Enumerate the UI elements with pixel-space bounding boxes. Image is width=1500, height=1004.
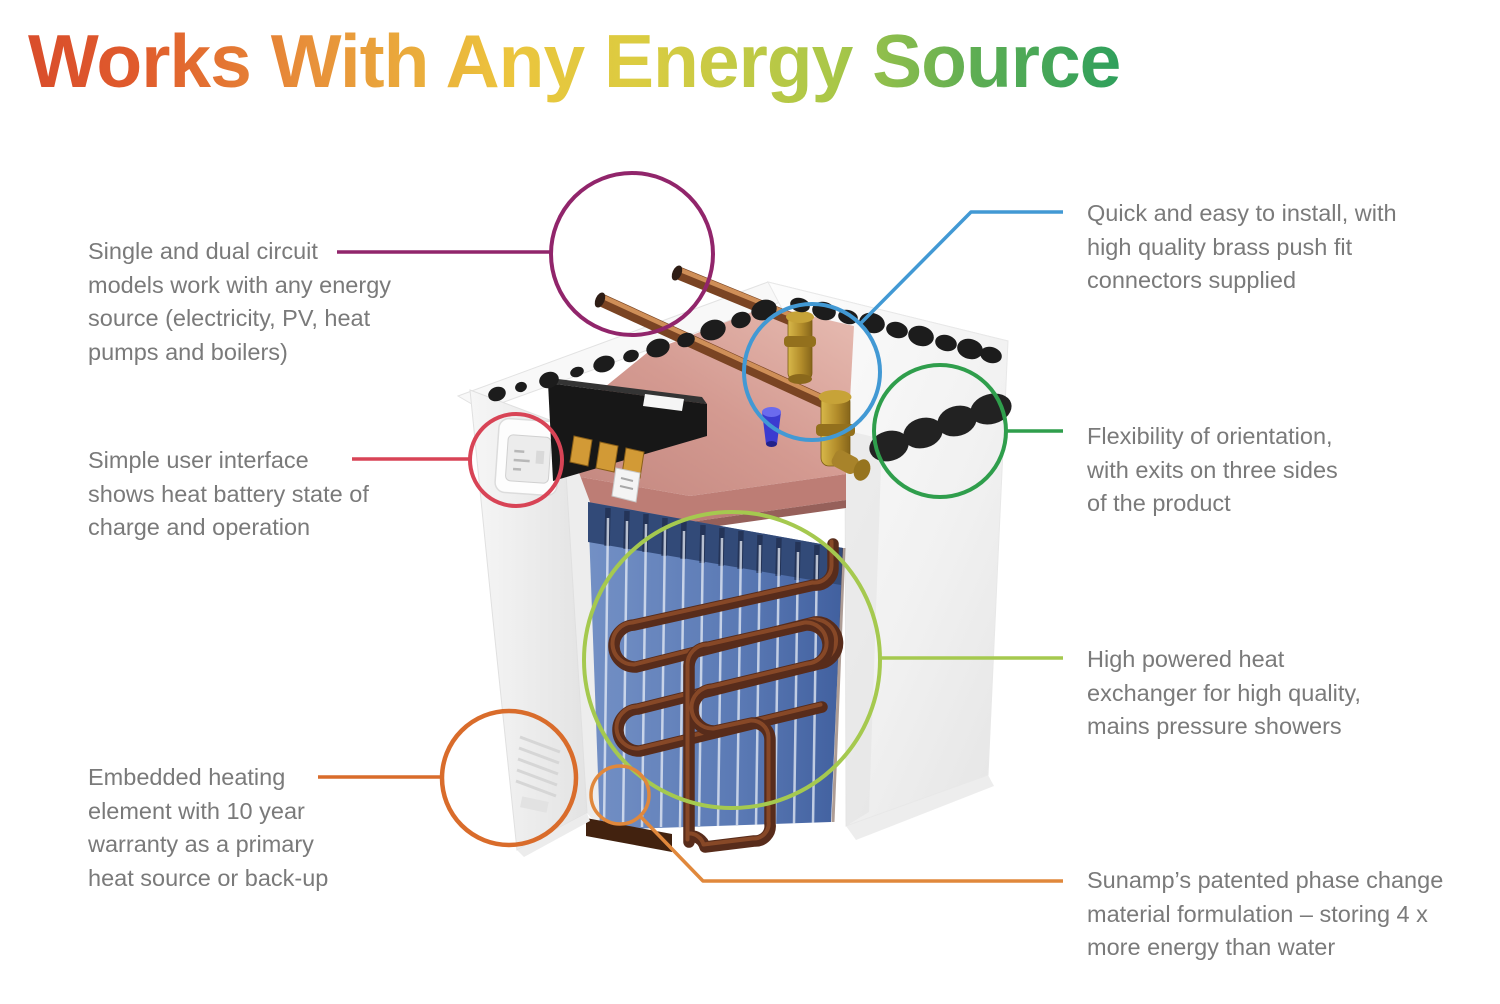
callout-circle-user-interface (468, 412, 564, 508)
annotation-line: shows heat battery state of (88, 480, 369, 507)
annotation-line: Flexibility of orientation, (1087, 423, 1333, 449)
annotation-user-interface: Simple user interface shows heat battery… (88, 444, 369, 545)
callout-circle-orientation (872, 363, 1008, 499)
annotation-line: high quality brass push fit (1087, 233, 1353, 260)
annotation-line: Quick and easy to install, with (1087, 200, 1397, 226)
annotation-line: Single and dual circuit (88, 238, 318, 264)
display-panel (494, 417, 562, 497)
case-bottom-shadow-right (846, 775, 994, 840)
vent-slats (515, 735, 561, 798)
annotation-line: Sunamp’s patented phase change (1087, 867, 1444, 893)
callout-circle-single-dual-circuit (549, 171, 715, 337)
callout-line-phase-change-material (639, 815, 1063, 883)
annotation-line: material formulation – storing 4 x (1087, 900, 1428, 927)
annotation-push-fit-connectors: Quick and easy to install, with high qua… (1087, 197, 1397, 298)
callout-circle-phase-change-material (589, 764, 651, 826)
annotation-orientation: Flexibility of orientation, with exits o… (1087, 420, 1338, 521)
right-wall-seam-shadow (845, 430, 882, 826)
annotation-line: with exits on three sides (1087, 456, 1338, 483)
page-title: Works With Any Energy Source (28, 19, 1121, 103)
interior-cut-strip (563, 430, 601, 830)
bottom-copper-rail (586, 818, 672, 852)
annotation-line: Embedded heating (88, 764, 286, 790)
heat-exchanger-coil-back (608, 538, 844, 757)
annotation-line: connectors supplied (1087, 267, 1297, 293)
vent-label (520, 796, 549, 813)
control-box (542, 377, 707, 481)
sensor-clip (611, 467, 641, 503)
heat-exchanger-coil-front (683, 619, 834, 853)
annotation-line: exchanger for high quality, (1087, 679, 1361, 706)
annotation-phase-change-material: Sunamp’s patented phase change material … (1087, 864, 1443, 965)
grommet-row-left (488, 299, 777, 402)
annotation-heating-element: Embedded heating element with 10 year wa… (88, 761, 328, 895)
annotation-line: Simple user interface (88, 447, 309, 473)
case-bottom-shadow-left (517, 813, 590, 857)
brass-fitting-upper (784, 311, 816, 384)
heat-battery-illustration (456, 265, 1012, 857)
annotation-line: element with 10 year (88, 797, 305, 824)
box-label (643, 394, 684, 411)
callout-circle-heating-element (439, 708, 579, 848)
callout-circle-push-fit-connectors (742, 302, 882, 442)
callout-line-push-fit-connectors (858, 210, 1063, 326)
annotation-line: warranty as a primary (88, 831, 314, 857)
annotation-single-dual-circuit: Single and dual circuit models work with… (88, 235, 391, 369)
panel-wall-seam (831, 547, 846, 823)
annotation-heat-exchanger: High powered heat exchanger for high qua… (1087, 643, 1361, 744)
annotation-line: pumps and boilers) (88, 338, 288, 365)
callout-circle-heat-exchanger (582, 510, 882, 810)
annotation-line: High powered heat (1087, 646, 1285, 672)
annotation-line: mains pressure showers (1087, 713, 1342, 739)
contact-strip (569, 435, 593, 467)
annotation-line: source (electricity, PV, heat (88, 305, 371, 331)
copper-pipe-lower (594, 292, 829, 409)
annotation-line: heat source or back-up (88, 864, 329, 891)
annotation-line: charge and operation (88, 514, 311, 540)
annotation-line: models work with any energy (88, 271, 392, 298)
annotation-line: of the product (1087, 490, 1231, 516)
callout-overlay (318, 171, 1063, 883)
annotation-line: more energy than water (1087, 934, 1336, 960)
brass-fitting-lower (816, 390, 871, 481)
